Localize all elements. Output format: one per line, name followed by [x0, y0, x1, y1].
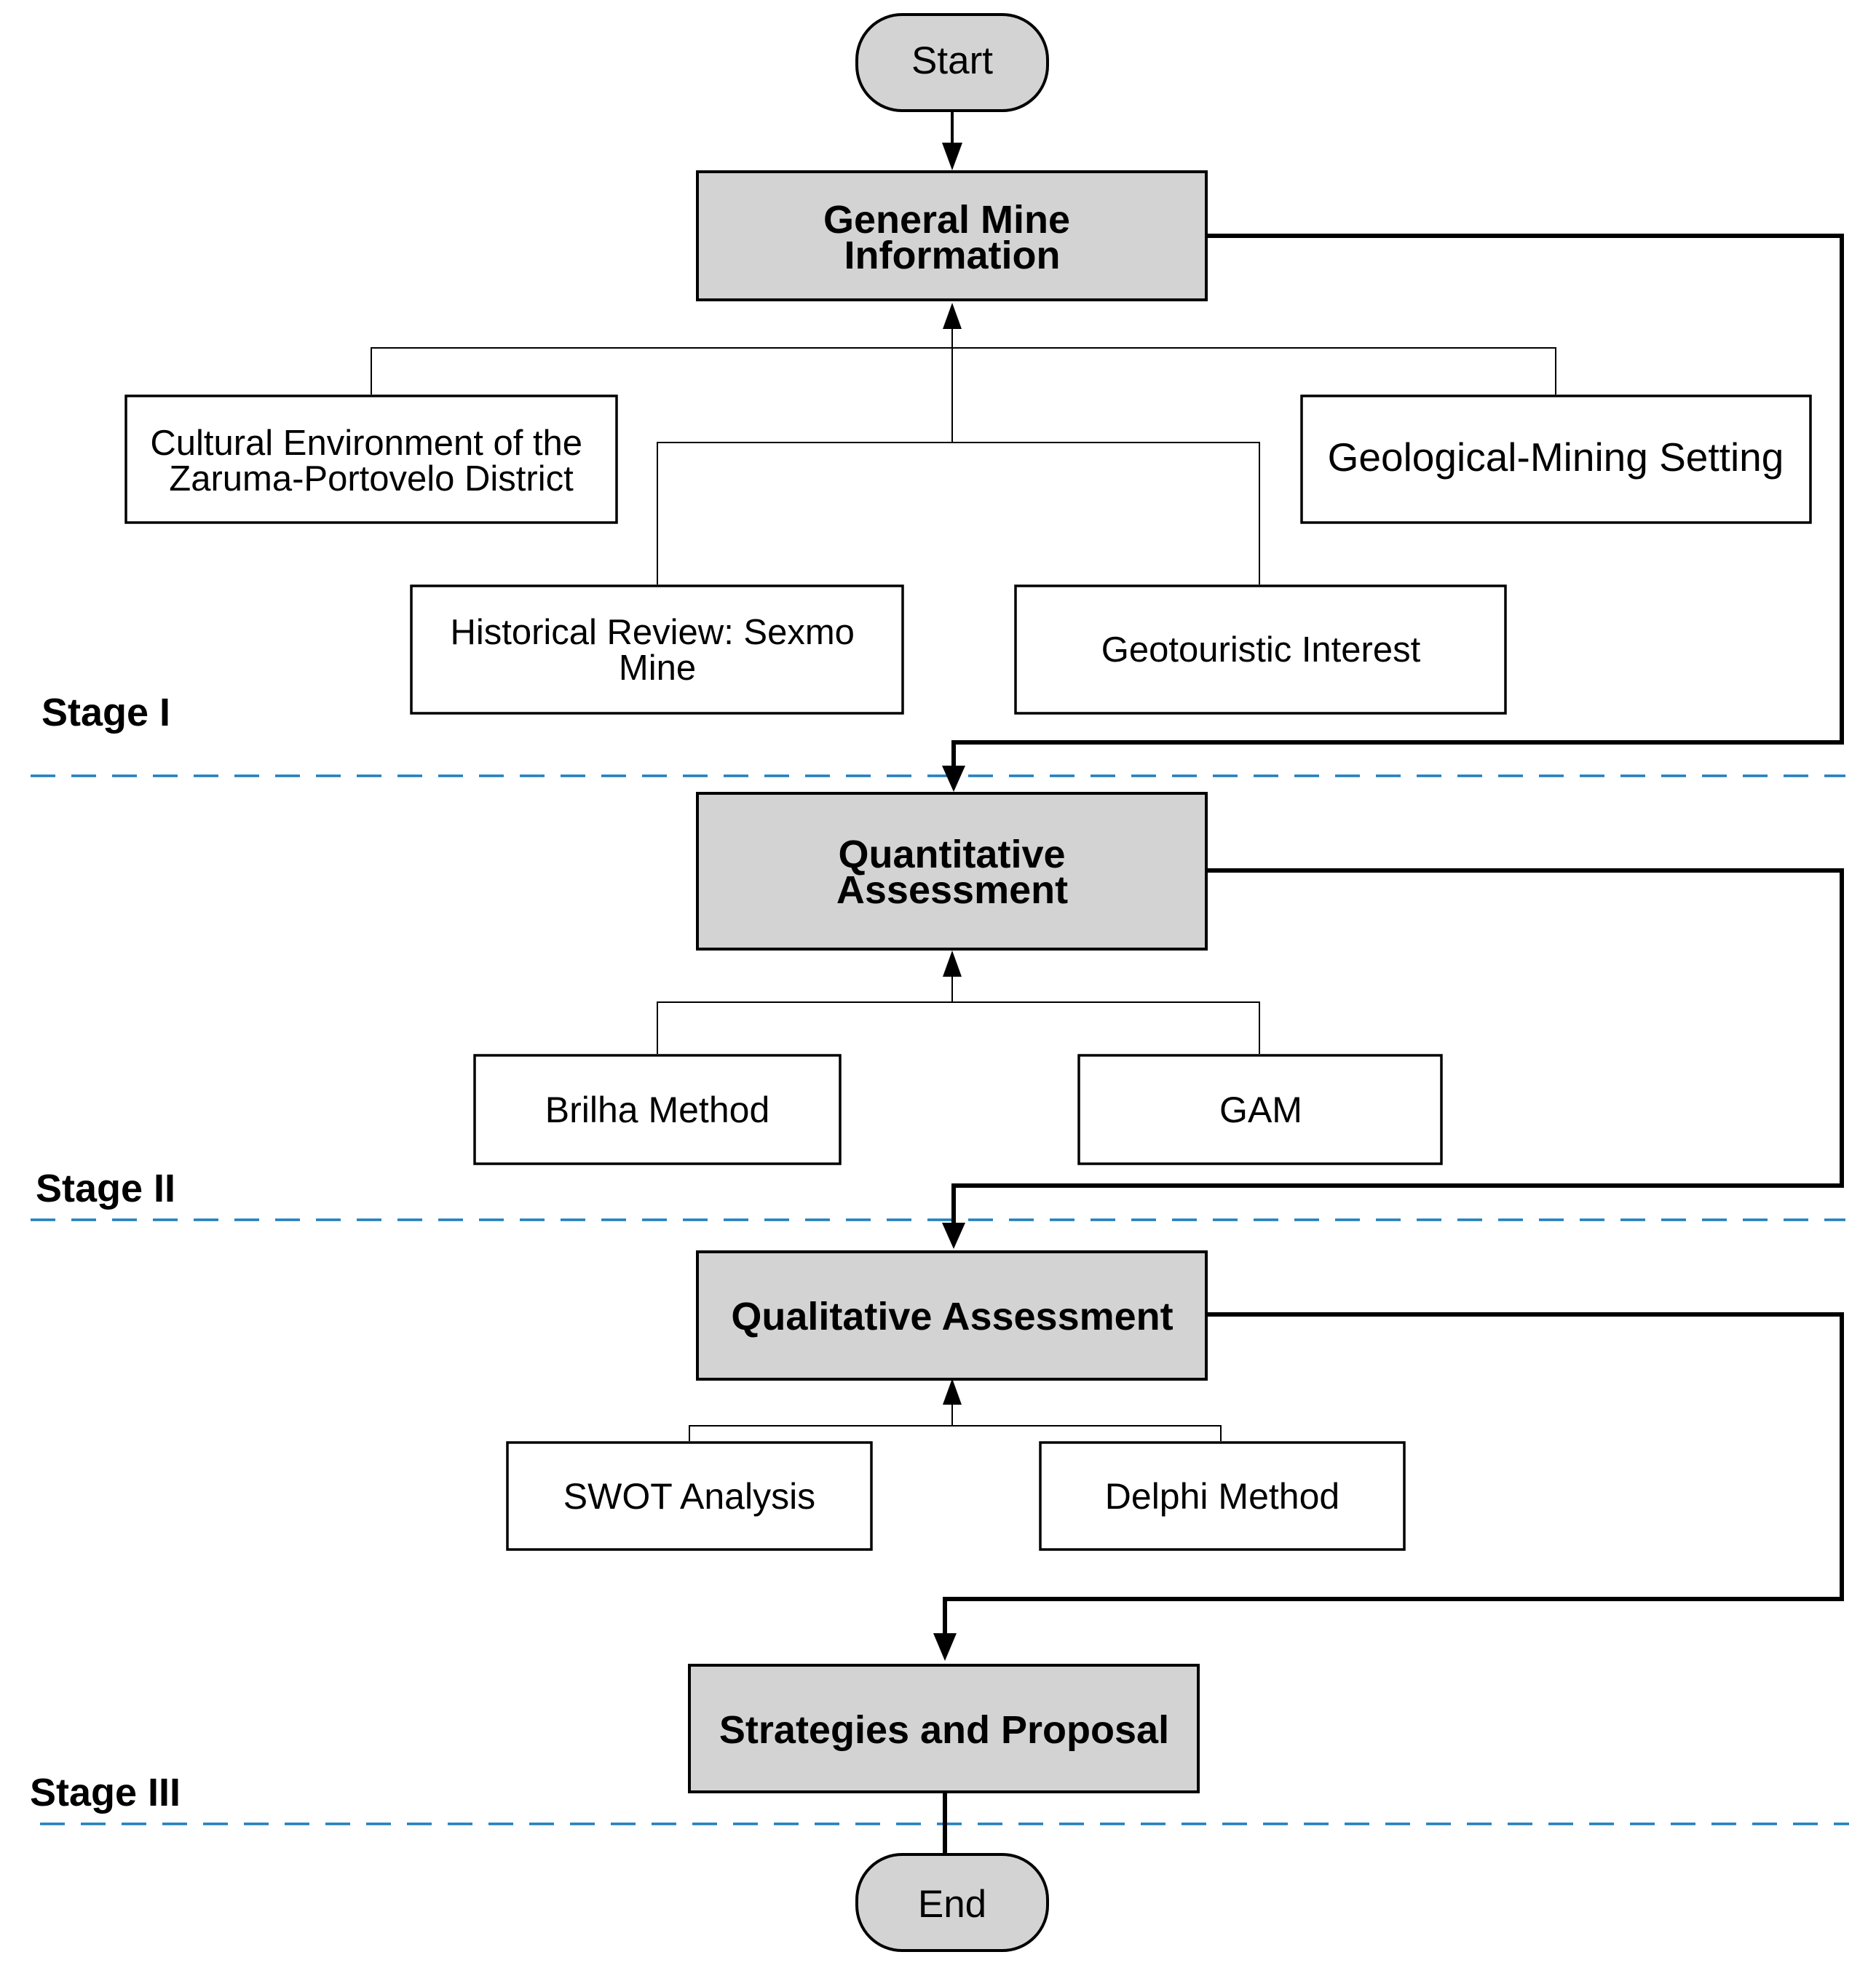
- stage-2-label: Stage II: [36, 1167, 175, 1210]
- gam-box: GAM: [1077, 1054, 1443, 1165]
- end-label: End: [918, 1883, 986, 1926]
- swot-analysis-box: SWOT Analysis: [506, 1441, 873, 1551]
- general-mine-information-box: General Mine Information: [696, 170, 1208, 301]
- connector-stage3-inputs: [689, 1378, 1222, 1441]
- connector-stage1-inputs: [371, 303, 1556, 584]
- connector-stage2-inputs: [657, 951, 1260, 1054]
- geological-mining-setting-box: Geological-Mining Setting: [1300, 394, 1812, 524]
- geotouristic-interest-label: Geotouristic Interest: [1101, 630, 1421, 670]
- quantitative-assessment-box: Quantitative Assessment: [696, 792, 1208, 951]
- historical-review-label: Historical Review: Sexmo Mine: [450, 613, 864, 688]
- delphi-method-box: Delphi Method: [1039, 1441, 1406, 1551]
- end-terminal: End: [855, 1853, 1049, 1952]
- gam-label: GAM: [1219, 1090, 1302, 1130]
- swot-analysis-label: SWOT Analysis: [563, 1476, 815, 1517]
- strategies-and-proposal-box: Strategies and Proposal: [688, 1664, 1200, 1793]
- general-mine-information-label: General Mine Information: [823, 198, 1081, 277]
- qualitative-assessment-box: Qualitative Assessment: [696, 1250, 1208, 1381]
- stage-1-label: Stage I: [41, 691, 170, 734]
- connector-qualitative-to-strategies: [933, 1312, 1844, 1661]
- brilha-method-label: Brilha Method: [545, 1090, 770, 1130]
- historical-review-box: Historical Review: Sexmo Mine: [410, 584, 904, 715]
- cultural-environment-box: Cultural Environment of the Zaruma-Porto…: [124, 394, 618, 524]
- cultural-environment-label: Cultural Environment of the Zaruma-Porto…: [150, 424, 592, 499]
- qualitative-assessment-label: Qualitative Assessment: [731, 1295, 1173, 1338]
- start-label: Start: [911, 39, 993, 82]
- delphi-method-label: Delphi Method: [1105, 1476, 1339, 1517]
- quantitative-assessment-label: Quantitative Assessment: [836, 833, 1077, 912]
- connector-general-to-quantitative: [942, 234, 1844, 792]
- geotouristic-interest-box: Geotouristic Interest: [1014, 584, 1507, 715]
- stage-3-label: Stage III: [30, 1771, 181, 1814]
- start-terminal: Start: [855, 13, 1049, 112]
- strategies-and-proposal-label: Strategies and Proposal: [719, 1708, 1169, 1752]
- brilha-method-box: Brilha Method: [473, 1054, 842, 1165]
- connector-quantitative-to-qualitative: [942, 868, 1844, 1249]
- geological-mining-setting-label: Geological-Mining Setting: [1328, 435, 1784, 480]
- connector-start-to-general: [942, 111, 962, 170]
